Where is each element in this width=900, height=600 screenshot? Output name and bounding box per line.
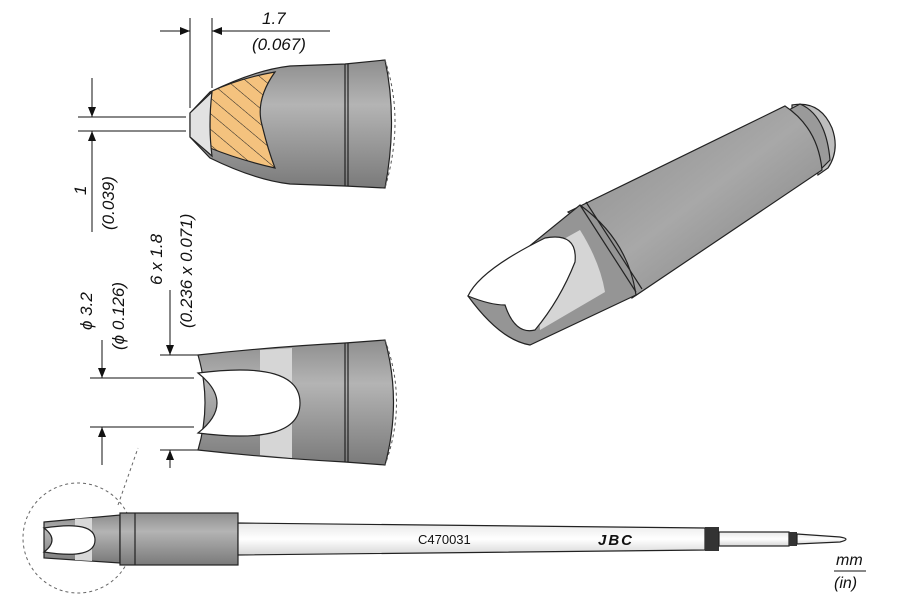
slot-cut [196, 369, 301, 437]
persp-slot [467, 236, 576, 332]
dim-thickness-in: (0.039) [99, 176, 118, 230]
persp-ring-line-2 [585, 201, 643, 290]
full-cartridge-view: C470031 JBC [22, 447, 847, 594]
detail-leader [117, 447, 139, 506]
dim-arrow [180, 27, 190, 35]
part-number-label: C470031 [418, 532, 471, 547]
perspective-view [467, 103, 836, 346]
cartridge-slot [42, 525, 96, 555]
dim-thickness-mm: 1 [71, 186, 90, 195]
units-legend: mm (in) [834, 552, 866, 592]
persp-ring-line-1 [579, 204, 637, 293]
tin-area [209, 71, 277, 169]
middle-break-edge [384, 339, 397, 466]
dim-arrow [166, 345, 174, 355]
cartridge-pin-end [796, 533, 847, 545]
top-tip-point [189, 90, 213, 158]
dim-arrow [166, 450, 174, 460]
dim-tip-length-in: (0.067) [252, 35, 306, 54]
cartridge-black-band-2 [789, 532, 797, 546]
top-detail-view: 1.7 (0.067) 1 (0.039) [71, 9, 396, 232]
dim-slot-in: (0.236 x 0.071) [177, 214, 196, 328]
top-break-edge [384, 59, 396, 189]
middle-detail-view: ϕ 3.2 (ϕ 0.126) 6 x 1.8 (0.236 x 0.071) [77, 214, 397, 468]
cartridge-sleeve [119, 512, 239, 566]
dim-arrow [98, 427, 106, 437]
dim-arrow [212, 27, 222, 35]
unit-primary: mm [836, 552, 863, 569]
cartridge-black-band-1 [705, 527, 719, 551]
dim-diameter-in: (ϕ 0.126) [109, 282, 128, 350]
cartridge-shaft [237, 522, 706, 556]
dim-tip-length-mm: 1.7 [262, 9, 286, 28]
dim-arrow [88, 107, 96, 117]
dim-slot-mm: 6 x 1.8 [147, 233, 166, 285]
dim-arrow [88, 131, 96, 141]
dim-diameter-mm: ϕ 3.2 [77, 292, 96, 330]
brand-logo: JBC [598, 532, 634, 549]
dim-arrow [98, 368, 106, 378]
unit-secondary: (in) [834, 575, 857, 592]
cartridge-pin [718, 531, 790, 547]
